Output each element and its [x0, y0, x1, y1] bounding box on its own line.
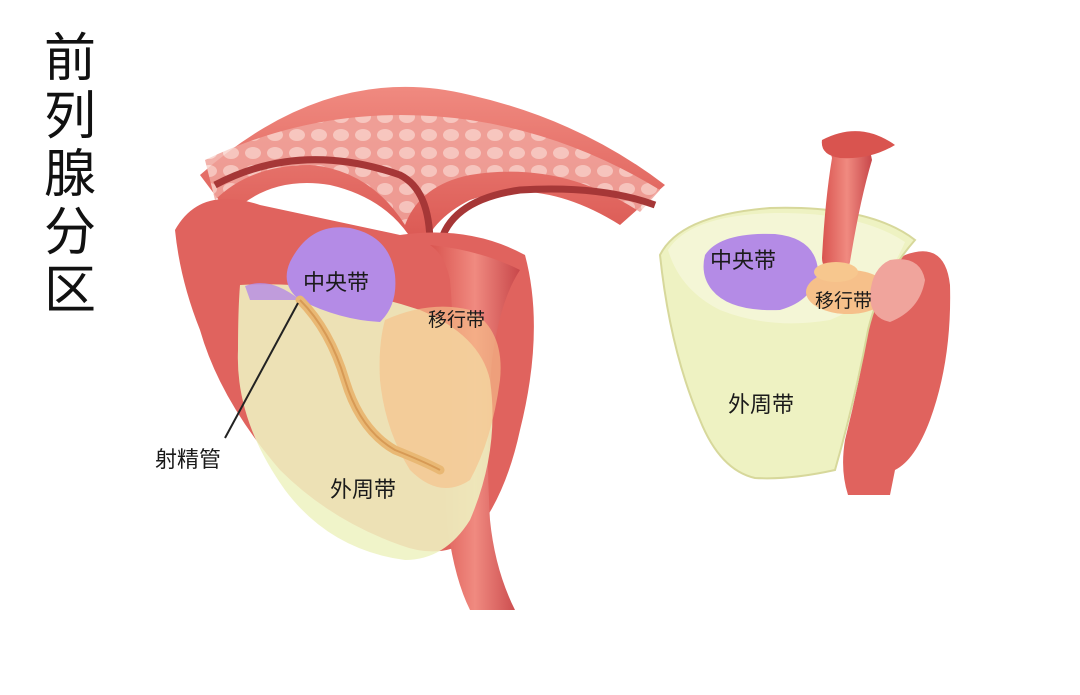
- bladder-inner-line: [213, 156, 434, 246]
- bladder-muscle-band: [205, 115, 660, 225]
- right-transition-zone-label: 移行带: [815, 290, 872, 312]
- central-zone-lower: [245, 283, 300, 300]
- page-title: 前列腺分区: [38, 30, 102, 320]
- right-urethra-ring: [814, 262, 858, 282]
- transition-zone: [379, 306, 501, 488]
- right-urethra: [822, 142, 872, 272]
- left-peripheral-zone-label: 外周带: [330, 478, 396, 503]
- right-urethra-top: [821, 131, 895, 159]
- bladder-inner-line-2: [436, 185, 657, 246]
- ejaculatory-duct-leader: [224, 302, 299, 439]
- left-transition-zone-label: 移行带: [428, 309, 485, 331]
- central-zone: [286, 227, 396, 322]
- ejaculatory-duct-outline: [299, 299, 441, 471]
- left-central-zone-label: 中央带: [303, 271, 369, 296]
- right-inner-lobe: [870, 259, 925, 322]
- right-central-zone-label: 中央带: [710, 249, 776, 274]
- right-posterior-lobe: [843, 251, 951, 495]
- sagittal-prostate-figure: 中央带 移行带 射精管 外周带: [155, 86, 665, 610]
- left-ejaculatory-duct-label: 射精管: [155, 448, 221, 473]
- cross-section-prostate-figure: 中央带 移行带 外周带: [658, 131, 951, 495]
- right-peripheral-zone-label: 外周带: [728, 393, 794, 418]
- title-text: 前列腺分区: [43, 29, 96, 321]
- right-central-zone: [703, 233, 818, 311]
